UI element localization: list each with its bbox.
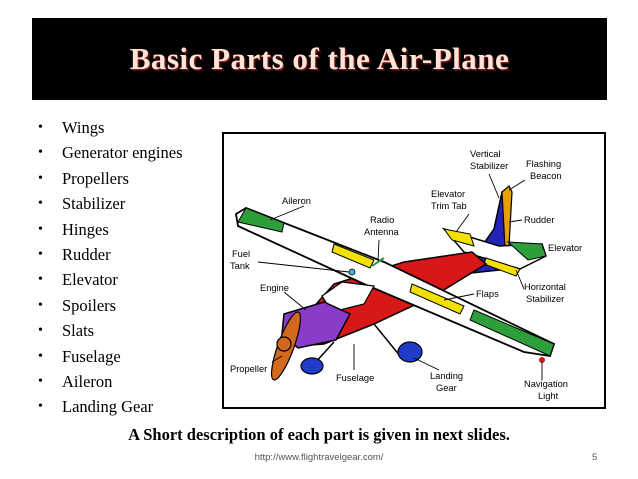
label-landing-gear: Landing [430, 371, 463, 381]
list-item-text: Spoilers [62, 295, 117, 315]
label-aileron: Aileron [282, 196, 311, 206]
list-item: • Generator engines [38, 140, 183, 165]
label-vertical-stabilizer: Stabilizer [470, 161, 508, 171]
list-item-text: Elevator [62, 270, 118, 290]
list-item: • Rudder [38, 242, 183, 267]
navigation-light-shape [539, 357, 545, 363]
label-elevator-trim-tab: Elevator [431, 189, 465, 199]
label-elevator-trim-tab: Trim Tab [431, 201, 467, 211]
label-engine: Engine [260, 283, 289, 293]
label-navigation-light: Light [538, 391, 559, 401]
label-vertical-stabilizer: Vertical [470, 149, 501, 159]
page-number: 5 [592, 452, 598, 463]
list-item: • Spoilers [38, 293, 183, 318]
list-item-text: Stabilizer [62, 194, 126, 214]
list-item: • Elevator [38, 267, 183, 292]
bullet-marker: • [38, 246, 43, 262]
bullet-marker: • [38, 323, 43, 339]
list-item-text: Generator engines [62, 143, 183, 163]
main-wheel-shape [397, 341, 423, 363]
bullet-marker: • [38, 399, 43, 415]
bullet-marker: • [38, 170, 43, 186]
label-elevator: Elevator [548, 243, 582, 253]
right-aileron-shape [469, 309, 555, 357]
label-landing-gear: Gear [436, 383, 457, 393]
list-item-text: Slats [62, 321, 95, 341]
title-bar: Basic Parts of the Air-Plane [32, 18, 607, 100]
label-flaps: Flaps [476, 289, 499, 299]
label-flashing-beacon: Flashing [526, 159, 561, 169]
list-item-text: Wings [62, 118, 105, 137]
left-flap-shape [331, 243, 375, 269]
list-item: • Wings [38, 115, 183, 140]
footer-url: http://www.flightravelgear.com/ [254, 452, 384, 463]
fuel-tank-cap [348, 268, 356, 276]
elevator-shape [506, 241, 547, 261]
airplane-diagram: Vertical Stabilizer Flashing Beacon Aile… [222, 132, 606, 409]
list-item: • Landing Gear [38, 394, 183, 419]
list-item: • Aileron [38, 369, 183, 394]
bullet-marker: • [38, 120, 43, 135]
label-rudder: Rudder [524, 215, 555, 225]
list-item: • Fuselage [38, 344, 183, 369]
left-aileron-shape [237, 207, 285, 233]
label-radio-antenna: Radio [370, 215, 394, 225]
spinner-shape [276, 336, 292, 352]
slide-title: Basic Parts of the Air-Plane [129, 41, 510, 76]
caption: A Short description of each part is give… [128, 425, 510, 444]
label-horizontal-stabilizer: Stabilizer [526, 294, 564, 304]
nose-wheel-shape [300, 357, 324, 375]
label-fuel-tank: Fuel [232, 249, 250, 259]
bullet-marker: • [38, 221, 43, 237]
list-item-text: Aileron [62, 371, 113, 391]
radio-antenna-shape [371, 257, 385, 267]
list-item-text: Rudder [62, 244, 111, 264]
bullet-marker: • [38, 145, 43, 161]
list-item: • Stabilizer [38, 191, 183, 216]
label-flashing-beacon: Beacon [530, 171, 562, 181]
parts-list: • Wings • Generator engines • Propellers • S… [38, 115, 183, 420]
label-horizontal-stabilizer: Horizontal [524, 282, 566, 292]
bullet-marker: • [38, 348, 43, 364]
landing-gear-strut [373, 323, 401, 357]
list-item-text: Propellers [62, 168, 129, 188]
elevator-trim-tab-shape [442, 228, 475, 247]
label-navigation-light: Navigation [524, 379, 568, 389]
list-item: • Slats [38, 318, 183, 343]
airplane-illustration: Vertical Stabilizer Flashing Beacon Aile… [230, 149, 582, 401]
right-flap-shape [409, 283, 465, 315]
label-fuel-tank: Tank [230, 261, 250, 271]
bullet-marker: • [38, 272, 43, 288]
list-item-text: Hinges [62, 219, 109, 239]
label-radio-antenna: Antenna [364, 227, 399, 237]
leader-lines [257, 173, 544, 380]
label-fuselage: Fuselage [336, 373, 374, 383]
bullet-marker: • [38, 297, 43, 313]
bullet-marker: • [38, 196, 43, 212]
list-item-text: Fuselage [62, 346, 121, 366]
list-item: • Hinges [38, 217, 183, 242]
bullet-marker: • [38, 373, 43, 389]
list-item: • Propellers [38, 166, 183, 191]
list-item-text: Landing Gear [62, 397, 154, 417]
label-propeller: Propeller [230, 364, 267, 374]
